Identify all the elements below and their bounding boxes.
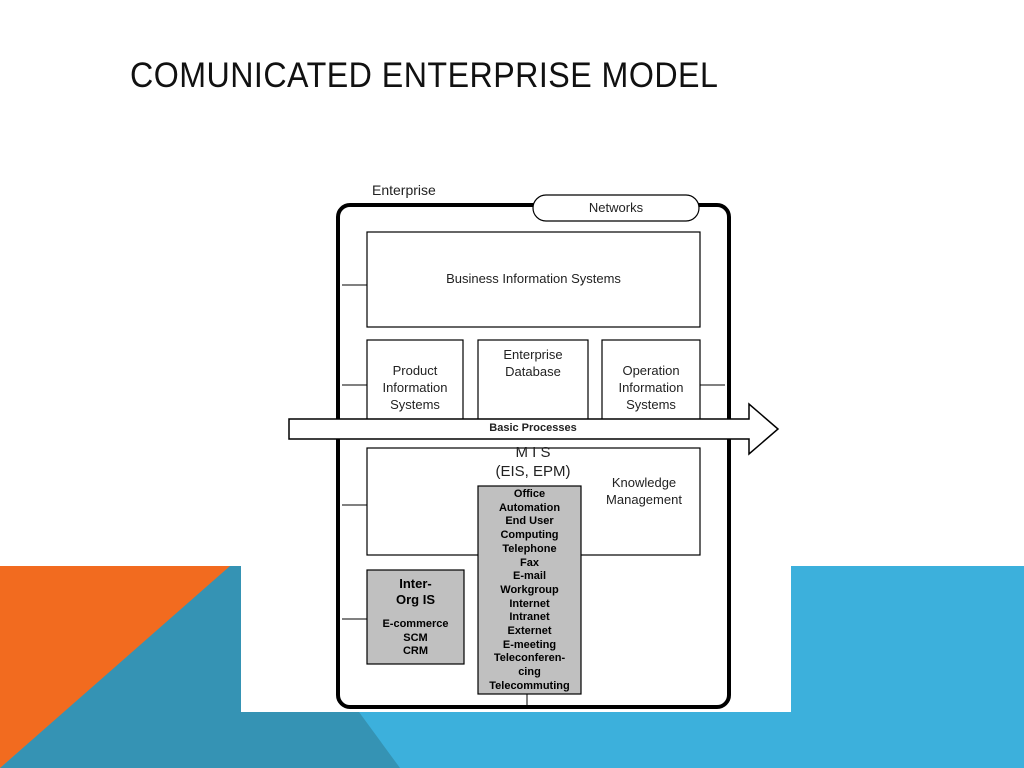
product-is-label: Product Information Systems [382,363,448,412]
basic-processes-label: Basic Processes [489,422,577,434]
business-is-label: Business Information Systems [446,271,621,286]
mis-sub-label: (EIS, EPM) [495,463,571,480]
networks-pill [532,194,700,222]
diagram-lines [288,194,780,709]
enterprise-db-label: Enterprise Database [503,347,563,379]
office-automation-box [477,485,582,695]
networks-label: Networks [588,200,644,215]
basic-processes-arrow [288,402,780,456]
enterprise-model-diagram: Enterprise Networks Business Information… [241,172,791,712]
business-is-box [366,231,701,328]
enterprise-label: Enterprise [372,182,436,198]
office-automation-items: Office Automation End User Computing Tel… [489,488,570,692]
inter-org-items: E-commerce SCM CRM [382,618,449,658]
slide-title: COMUNICATED ENTERPRISE MODEL [130,56,719,95]
mis-label: M I S [515,444,551,461]
knowledge-management-label: Knowledge Management [606,475,682,507]
product-is-box [366,339,464,423]
inter-org-box [366,569,465,665]
inter-org-title: Inter- Org IS [395,576,435,607]
operation-is-label: Operation Information Systems [618,363,684,412]
enterprise-db-box [477,339,589,423]
